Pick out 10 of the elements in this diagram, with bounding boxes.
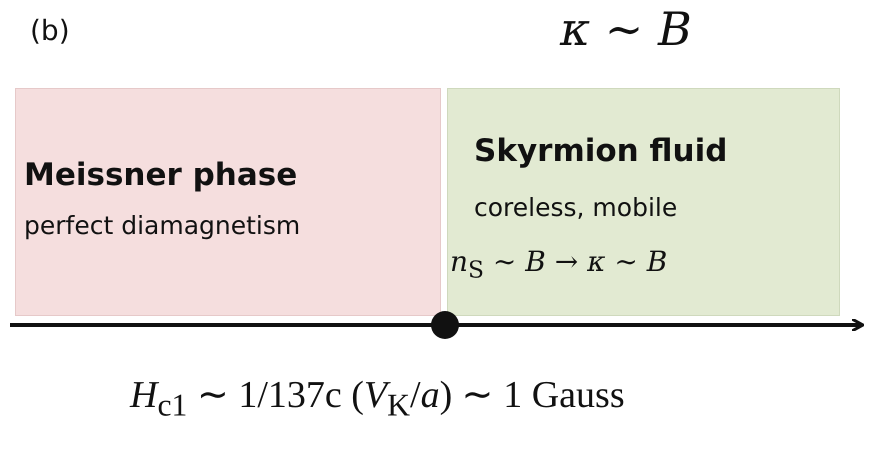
formula-text: H$_{c1}$ ∼ 1/137c (V$_{K}$/a) ∼ 1 Gauss xyxy=(130,373,625,424)
heading-text: Meissner phase xyxy=(24,157,298,193)
heading-text: Skyrmion fluid xyxy=(474,133,728,169)
description-text: perfect diamagnetism xyxy=(24,211,300,240)
panel-label: (b) xyxy=(30,14,70,47)
formula-text: κ ∼ B xyxy=(560,2,692,56)
formula-text: n$_{S}$ ∼ B → κ ∼ B xyxy=(450,245,668,284)
phase-region xyxy=(15,88,441,316)
description-text: coreless, mobile xyxy=(474,193,678,222)
phase-region xyxy=(447,88,840,316)
